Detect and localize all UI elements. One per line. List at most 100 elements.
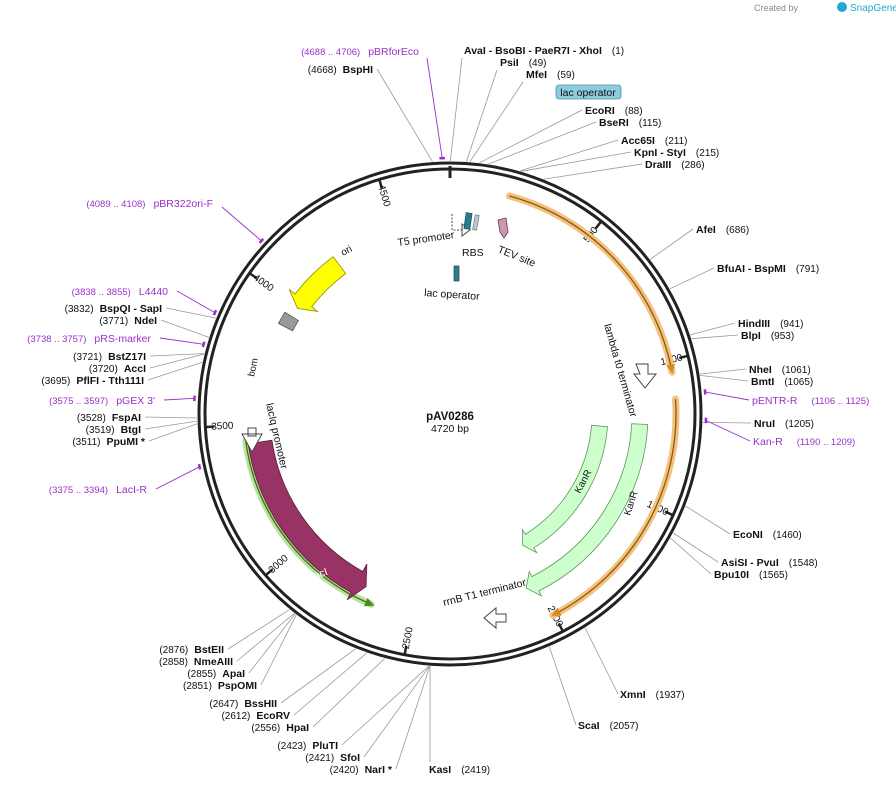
- primer-l4440[interactable]: (3838 .. 3855)L4440: [72, 286, 169, 298]
- site-scai[interactable]: ScaI(2057): [578, 720, 639, 732]
- restriction-site-labels: AvaI - BsoBI - PaeR7I - XhoI(1) PsiI(49)…: [41, 45, 819, 776]
- ruler-label-2500: 2500: [401, 626, 416, 650]
- leader-line: [144, 416, 198, 419]
- orf-arrow-green: [245, 441, 375, 607]
- ruler-label-4000: 4000: [251, 272, 276, 294]
- leader-line: [519, 139, 619, 172]
- site-hindiii[interactable]: HindIII(941): [738, 318, 803, 330]
- site-kpni-styi[interactable]: KpnI - StyI(215): [634, 147, 719, 159]
- lac-operator-box-label: lac operator: [560, 87, 616, 99]
- primer-kan-r[interactable]: Kan-R(1190 .. 1209): [753, 436, 855, 448]
- site-nari[interactable]: (2420)NarI *: [330, 764, 393, 776]
- leader-line: [376, 68, 433, 162]
- lac-operator-label: lac operator: [424, 287, 481, 303]
- ruler-label-3500: 3500: [211, 421, 234, 433]
- kanr-outer-feature[interactable]: [525, 423, 649, 597]
- ruler-tick-4500: [378, 180, 384, 189]
- rbs-mark[interactable]: [472, 214, 480, 231]
- site-blpi[interactable]: BlpI(953): [741, 330, 794, 342]
- site-psi1[interactable]: PsiI(49): [500, 57, 546, 69]
- snapgene-logo-icon: [837, 2, 847, 12]
- site-bsphi[interactable]: (4668)BspHI: [308, 64, 373, 76]
- lac-operator-mark-1[interactable]: [463, 212, 473, 230]
- rbs-label: RBS: [462, 247, 484, 259]
- primer-leader-line: [159, 337, 204, 345]
- leader-line: [521, 151, 632, 172]
- site-bstz17i[interactable]: (3721)BstZ17I: [73, 351, 146, 363]
- site-nmeaiii[interactable]: (2858)NmeAIII: [159, 656, 233, 668]
- backbone-outer-strand: [197, 161, 703, 667]
- site-bsteii[interactable]: (2876)BstEII: [159, 644, 224, 656]
- lambda-t0-terminator-icon[interactable]: [632, 363, 658, 389]
- lac-operator-box[interactable]: [555, 84, 622, 100]
- primer-pbrforeco[interactable]: (4688 .. 4706)pBRforEco: [301, 46, 419, 58]
- plasmid-backbone: [197, 161, 703, 667]
- site-afei[interactable]: AfeI(686): [696, 224, 749, 236]
- primer-leader-line: [176, 290, 216, 313]
- site-apai[interactable]: (2855)ApaI: [187, 668, 245, 680]
- site-nrui[interactable]: NruI(1205): [754, 418, 814, 430]
- primer-mark[interactable]: [258, 238, 265, 244]
- site-ecori[interactable]: EcoRI(88): [585, 105, 643, 117]
- site-mfe1[interactable]: MfeI(59): [526, 69, 575, 81]
- site-ecorv[interactable]: (2612)EcoRV: [221, 710, 290, 722]
- laciq-promoter-icon[interactable]: [241, 427, 263, 454]
- kanr-inner-feature[interactable]: [521, 424, 608, 554]
- site-draiii[interactable]: DraIII(286): [645, 159, 705, 171]
- tev-site-mark[interactable]: [497, 217, 509, 239]
- rrnb-t1-terminator-icon[interactable]: [483, 606, 507, 630]
- site-bspqi-sapi[interactable]: (3832)BspQI - SapI: [65, 303, 162, 315]
- ruler-tick-2000: [557, 622, 564, 632]
- lac-operator-mark-2[interactable]: [453, 265, 460, 282]
- site-ava1-group[interactable]: AvaI - BsoBI - PaeR7I - XhoI(1): [464, 45, 624, 57]
- ruler-label-3000: 3000: [267, 553, 291, 576]
- site-sfoi[interactable]: (2421)SfoI: [305, 752, 360, 764]
- leader-line: [699, 375, 749, 382]
- primer-leader-line: [705, 420, 751, 442]
- primer-pbr322ori-f[interactable]: (4089 .. 4108)pBR322ori-F: [86, 198, 213, 210]
- laci-feature[interactable]: [247, 439, 368, 601]
- site-bmti[interactable]: BmtI(1065): [751, 376, 813, 388]
- primer-mark[interactable]: [197, 463, 202, 470]
- primer-pentr-r[interactable]: pENTR-R(1106 .. 1125): [752, 395, 869, 407]
- site-btgi[interactable]: (3519)BtgI: [86, 424, 141, 436]
- snapgene-branding: Created by SnapGene: [754, 2, 896, 14]
- primer-pgex3[interactable]: (3575 .. 3597)pGEX 3': [49, 395, 155, 407]
- features: [241, 212, 658, 630]
- leader-line: [469, 81, 524, 163]
- orf-arrow-orange-2: [551, 398, 677, 616]
- site-asisi-pvui[interactable]: AsiSI - PvuI(1548): [721, 557, 818, 569]
- site-pflfi-tth111i[interactable]: (3695)PflFI - Tth111I: [41, 375, 144, 387]
- primer-laci-r[interactable]: (3375 .. 3394)LacI-R: [49, 484, 147, 496]
- site-ndei[interactable]: (3771)NdeI: [99, 315, 157, 327]
- site-bpu10i[interactable]: Bpu10I(1565): [714, 569, 788, 581]
- leader-line: [165, 307, 216, 319]
- site-hpai[interactable]: (2556)HpaI: [251, 722, 309, 734]
- ruler-tick-4000: [249, 272, 258, 280]
- site-nhei[interactable]: NheI(1061): [749, 364, 811, 376]
- site-bfuai-bspmi[interactable]: BfuAI - BspMI(791): [717, 263, 819, 275]
- site-kasi[interactable]: KasI(2419): [429, 764, 490, 776]
- primer-prs-marker[interactable]: (3738 .. 3757)pRS-marker: [27, 333, 151, 345]
- site-acci[interactable]: (3720)AccI: [89, 363, 146, 375]
- site-pluti[interactable]: (2423)PluTI: [277, 740, 338, 752]
- orf-highlight-orange-1: [506, 192, 676, 376]
- primer-labels: (4688 .. 4706)pBRforEco (4089 .. 4108)pB…: [27, 46, 869, 496]
- lambda-t0-terminator-label: lambda t0 terminator: [601, 323, 639, 419]
- site-ppumi[interactable]: (3511)PpuMI *: [72, 436, 146, 448]
- site-acc65i[interactable]: Acc65I(211): [621, 135, 687, 147]
- bom-feature[interactable]: [277, 311, 300, 332]
- site-pspomi[interactable]: (2851)PspOMI: [183, 680, 257, 692]
- site-econi[interactable]: EcoNI(1460): [733, 529, 802, 541]
- site-bsshii[interactable]: (2647)BssHII: [209, 698, 277, 710]
- leader-line: [479, 109, 583, 164]
- ori-feature[interactable]: [288, 256, 347, 312]
- site-xmni[interactable]: XmnI(1937): [620, 689, 685, 701]
- site-bseri[interactable]: BseRI(115): [599, 117, 661, 129]
- site-fspai[interactable]: (3528)FspAI: [77, 412, 141, 424]
- ruler-tick-2500: [403, 645, 408, 655]
- primer-mark[interactable]: [212, 309, 218, 316]
- ruler-label-4500: 4500: [375, 184, 392, 209]
- t5-promoter-arrow-icon[interactable]: [451, 214, 462, 231]
